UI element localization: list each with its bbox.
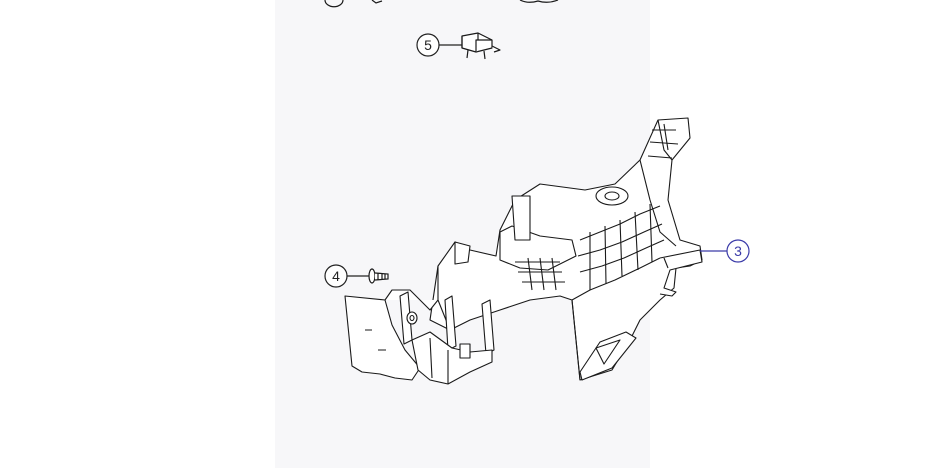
callout-5-label: 5: [424, 37, 432, 53]
part-3-console-bracket: [344, 117, 703, 385]
part-4-screw: [368, 268, 389, 284]
callout-3-label: 3: [734, 243, 742, 259]
part-5-clip: [461, 32, 501, 60]
top-partial-part: [324, 0, 559, 8]
callout-4-label: 4: [332, 268, 340, 284]
callout-5: 5: [416, 33, 462, 57]
callout-3: 3: [700, 239, 750, 263]
callout-4: 4: [324, 264, 369, 288]
